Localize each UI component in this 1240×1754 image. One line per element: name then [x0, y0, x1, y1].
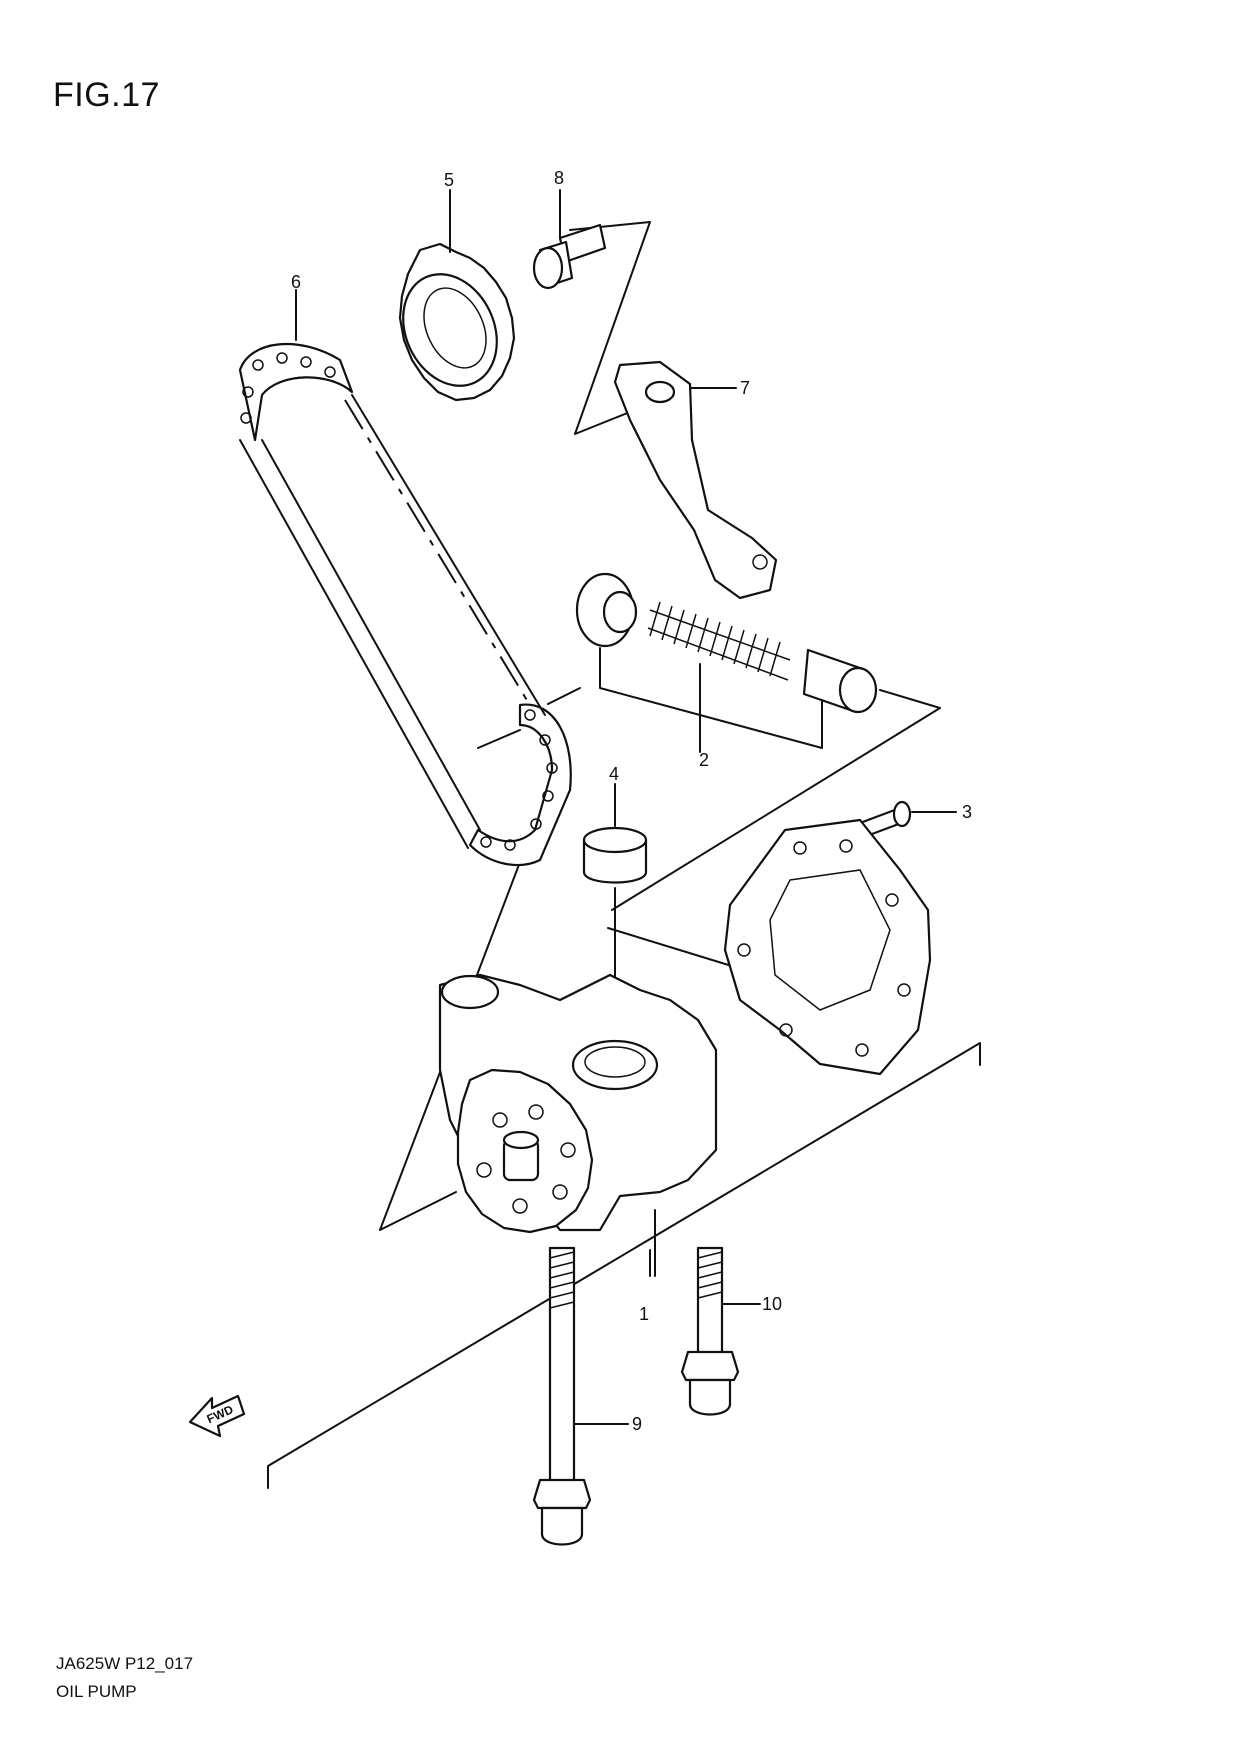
callout-5: 5 [444, 170, 454, 190]
timing-chain [238, 342, 572, 867]
seal-part-4 [582, 783, 648, 1059]
relief-valve-spring [647, 601, 791, 681]
oil-pump-bracket [613, 360, 778, 600]
callout-9: 9 [632, 1414, 642, 1434]
diagram-code: JA625W P12_017 [56, 1654, 194, 1673]
oil-pump-assembly [438, 973, 718, 1277]
callout-8: 8 [554, 168, 564, 188]
callout-2: 2 [699, 750, 709, 770]
crankshaft-sprocket [398, 242, 516, 402]
callout-7: 7 [740, 378, 750, 398]
bolt-part-8 [532, 223, 607, 290]
figure-title: FIG.17 [53, 76, 160, 114]
callout-4: 4 [609, 764, 619, 784]
callout-6: 6 [291, 272, 301, 292]
forward-arrow-icon: FWD [188, 1394, 246, 1438]
short-bolt-part-10 [680, 1246, 761, 1416]
relief-valve-set [575, 572, 878, 753]
diagram-name: OIL PUMP [56, 1682, 137, 1701]
long-bolt-part-9 [532, 1246, 629, 1546]
callout-10: 10 [762, 1294, 782, 1314]
callout-1: 1 [639, 1304, 649, 1324]
callout-3: 3 [962, 802, 972, 822]
assembly-frame-lines [267, 221, 981, 1489]
callout-labels: 1 2 3 4 5 6 7 8 9 10 [291, 168, 972, 1434]
oil-pump-gasket [723, 818, 932, 1076]
callout-leaders [295, 189, 737, 1277]
